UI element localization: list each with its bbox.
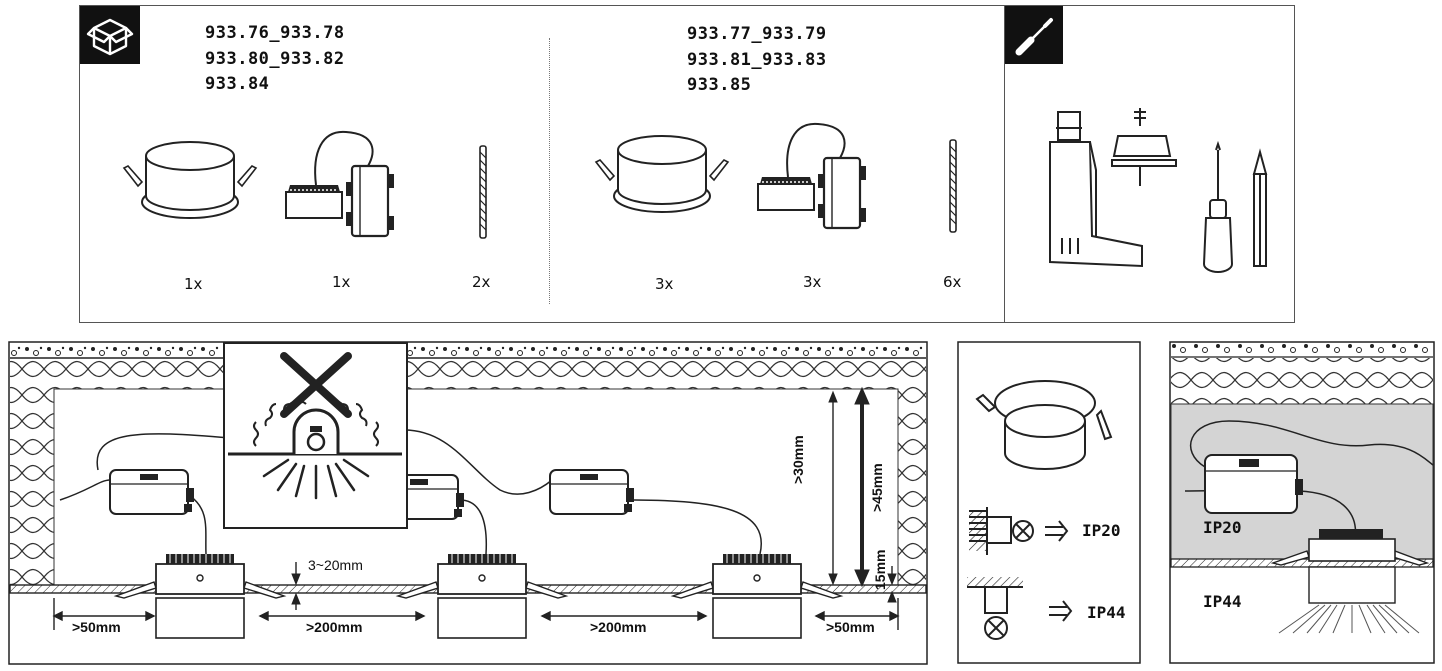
quantity-label: 3x — [655, 275, 674, 293]
screw-item — [949, 139, 957, 233]
downlight-item — [975, 380, 1113, 470]
hole-saw-icon — [1111, 108, 1177, 186]
ceiling-thickness-label: 3~20mm — [308, 557, 363, 573]
quantity-label: 3x — [803, 273, 822, 291]
no-insulation-warning-icon — [223, 342, 408, 529]
spacing-label: >50mm — [826, 619, 875, 635]
ip44-scene-label: IP44 — [1203, 592, 1242, 611]
pencil-icon — [1252, 148, 1268, 267]
spacing-label: >200mm — [590, 619, 647, 635]
product-code: 933.80_933.82 — [205, 48, 345, 69]
product-code: 933.85 — [687, 75, 752, 95]
panel-divider-dotted — [549, 38, 550, 304]
ip20-scene-label: IP20 — [1203, 518, 1242, 537]
product-code: 933.76_933.78 — [205, 23, 345, 43]
driver-item — [284, 130, 396, 238]
package-illustrations — [123, 108, 1268, 273]
installation-diagram — [8, 341, 928, 665]
downlight-item — [595, 135, 729, 213]
panel-divider-tools — [1004, 5, 1005, 323]
spacing-label: >200mm — [306, 619, 363, 635]
driver-item — [1204, 454, 1303, 514]
ip-scene-panel — [1169, 341, 1435, 664]
downlight-item — [123, 141, 257, 219]
depth-total-label: >45mm — [869, 463, 885, 512]
product-code: 933.81_933.83 — [687, 49, 827, 70]
quantity-label: 2x — [472, 273, 491, 291]
quantity-label: 6x — [943, 273, 962, 291]
screw-item — [479, 145, 487, 239]
depth-below-label: 15mm — [872, 549, 888, 590]
quantity-label: 1x — [332, 273, 351, 291]
depth-min-label: >30mm — [790, 435, 806, 484]
product-code: 933.84 — [205, 74, 270, 94]
ip44-label: IP44 — [1087, 603, 1126, 622]
screwdriver-icon — [1005, 6, 1063, 64]
screwdriver-tool-icon — [1202, 140, 1234, 273]
drill-icon — [1049, 111, 1143, 268]
product-codes-right: 933.77_933.79 933.81_933.83 933.85 — [687, 22, 827, 99]
spacing-label: >50mm — [72, 619, 121, 635]
quantity-label: 1x — [184, 275, 203, 293]
driver-item — [756, 122, 868, 230]
ip20-label: IP20 — [1082, 521, 1121, 540]
ip-rating-panel — [957, 341, 1141, 664]
product-code: 933.77_933.79 — [687, 24, 827, 44]
package-box-icon — [80, 6, 140, 64]
product-codes-left: 933.76_933.78 933.80_933.82 933.84 — [205, 21, 345, 98]
package-contents-panel — [79, 5, 1295, 323]
downlight-item — [1270, 529, 1430, 604]
